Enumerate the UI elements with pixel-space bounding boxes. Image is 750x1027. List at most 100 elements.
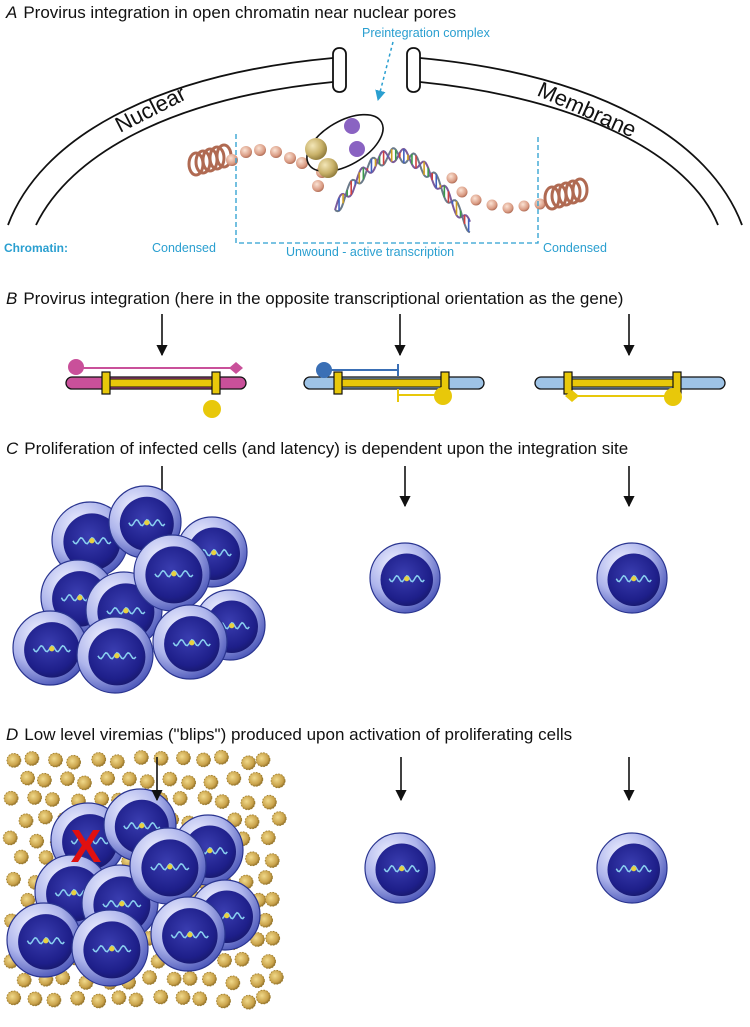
virion (258, 912, 274, 928)
virion (192, 991, 208, 1007)
nucleosome-bead (240, 146, 252, 158)
virion (181, 775, 197, 790)
virion (100, 771, 115, 786)
virion (241, 755, 256, 771)
virion (255, 989, 271, 1005)
unwound-region-box (235, 134, 539, 244)
host-terminator-diamond (229, 362, 243, 374)
cell (152, 604, 228, 680)
virion (175, 990, 191, 1005)
gene-diagram-1 (65, 359, 247, 418)
virion (91, 993, 107, 1009)
virion (20, 770, 36, 786)
virion (6, 990, 22, 1006)
cell-dna (72, 536, 112, 545)
gene-diagram-2 (303, 362, 485, 405)
virion (121, 771, 137, 787)
provirus-bar (565, 378, 681, 388)
chromatin-label: Chromatin: (4, 241, 68, 255)
cell-dna (32, 644, 71, 653)
pore-right (406, 47, 421, 93)
virion (153, 751, 169, 766)
virion (216, 993, 231, 1009)
virion (18, 813, 34, 829)
cell (133, 534, 211, 612)
virion (162, 771, 178, 787)
virion (203, 774, 219, 790)
single-infected-cell (364, 832, 436, 904)
virion (196, 752, 211, 768)
virion (38, 850, 54, 865)
nucleosome-bead (254, 144, 266, 156)
virion (258, 870, 273, 885)
virion (38, 809, 53, 825)
virion (250, 973, 265, 989)
condensed-right-label: Condensed (543, 241, 607, 255)
panel-c-letter: C (6, 439, 19, 458)
virion (139, 774, 155, 789)
virion (214, 794, 230, 809)
host-promoter-circle (68, 359, 84, 375)
ltr-box (563, 371, 573, 395)
panel-d-letter: D (6, 725, 18, 744)
cell-dna (388, 574, 425, 583)
virion (234, 951, 250, 967)
virion (264, 891, 280, 907)
virion (226, 771, 242, 786)
cell-dna (170, 930, 209, 939)
virion (27, 790, 42, 805)
viral-promoter-circle (434, 387, 452, 405)
nucleosome-bead (446, 172, 458, 184)
panel-a-letter: A (5, 3, 17, 22)
nucleosome-bead (456, 186, 468, 198)
virion (6, 753, 22, 768)
cell-dna (383, 864, 420, 873)
virion (37, 772, 52, 788)
virion (217, 953, 232, 968)
nucleosome-bead (284, 152, 296, 164)
virion (172, 791, 188, 806)
virion (48, 752, 63, 768)
nuclear-membrane (7, 47, 743, 226)
complex-purple-ball (344, 118, 360, 134)
virion (111, 990, 127, 1005)
virion (255, 752, 271, 768)
virion (46, 992, 62, 1008)
virion (265, 930, 281, 946)
cell (76, 616, 154, 694)
cell-dna (102, 899, 142, 908)
cell-dna (615, 864, 652, 873)
gene-diagram-3 (534, 371, 726, 406)
cell (369, 542, 441, 614)
panel-b-title-text: Provirus integration (here in the opposi… (23, 289, 623, 308)
condensed-coil (208, 145, 226, 171)
nucleosome-bead (518, 200, 530, 212)
condensed-coil (564, 179, 582, 205)
virion (133, 750, 149, 765)
membrane-label-nuclear: Nuclear (111, 81, 190, 138)
cell-dna (128, 518, 166, 527)
cell (129, 827, 207, 905)
nucleosome-bead (486, 199, 498, 211)
viral-terminator-diamond (565, 390, 579, 402)
single-infected-cell (596, 542, 668, 614)
proliferating-cell-cluster (12, 485, 266, 694)
viral-promoter-circle (203, 400, 221, 418)
host-promoter-circle (316, 362, 332, 378)
nucleosome-bead (226, 154, 238, 166)
virion (182, 971, 198, 986)
condensed-left-label: Condensed (152, 241, 216, 255)
virion (27, 991, 43, 1007)
nucleosome-bead (502, 202, 514, 214)
virion (248, 772, 264, 787)
cell-dna (70, 836, 109, 845)
virion (13, 849, 29, 865)
virion (94, 791, 109, 807)
virion (260, 830, 276, 846)
virion (153, 989, 169, 1005)
virion (60, 771, 75, 787)
